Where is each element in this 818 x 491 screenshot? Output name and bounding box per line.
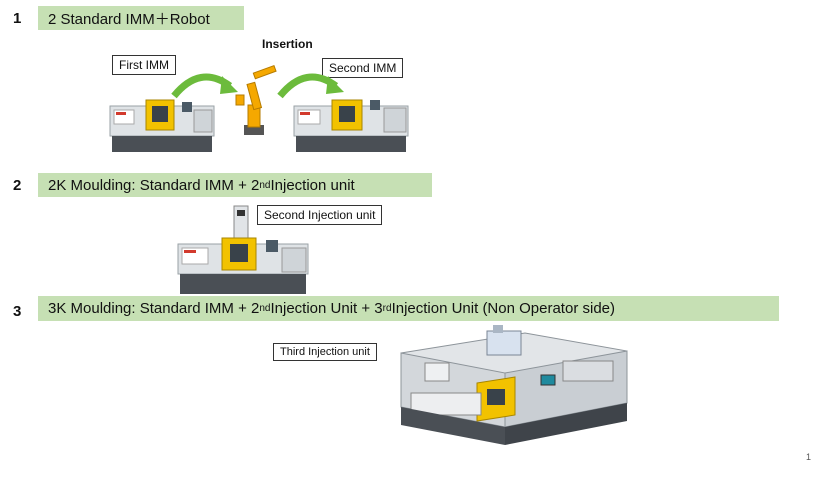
- section-3-title-part-2: Injection Unit + 3: [270, 300, 383, 317]
- 3k-machine-image: [400, 325, 628, 445]
- insertion-arrow-2-icon: [277, 73, 344, 99]
- section-3-title-sup-2: rd: [382, 303, 392, 314]
- section-2-number: 2: [13, 177, 22, 194]
- section-3-title-part-3: Injection Unit (Non Operator side): [391, 300, 615, 317]
- section-1-number: 1: [13, 10, 22, 27]
- 2k-machine-image: [177, 205, 309, 294]
- section-1-title: 2 Standard IMM＋Robot: [38, 6, 244, 30]
- page-number: 1: [806, 452, 812, 462]
- insertion-arrow-1-icon: [171, 73, 238, 99]
- section-1-title-text: 2 Standard IMM＋Robot: [48, 10, 210, 28]
- second-injection-unit-callout: Second Injection unit: [257, 205, 383, 225]
- first-imm-machine-image: [109, 99, 215, 152]
- section-3-title-part-1: 3K Moulding: Standard IMM + 2: [48, 300, 260, 317]
- second-imm-machine-image: [293, 99, 409, 152]
- first-imm-callout: First IMM: [112, 55, 176, 75]
- section-2-title-sup: nd: [259, 179, 271, 191]
- robot-image: [235, 64, 277, 135]
- section-3-number: 3: [13, 303, 22, 320]
- second-imm-callout: Second IMM: [322, 58, 404, 78]
- insertion-label: Insertion: [262, 37, 313, 51]
- section-2-title-main: 2K Moulding: Standard IMM + 2: [48, 176, 260, 194]
- section-3-title-sup-1: nd: [259, 303, 271, 314]
- third-injection-unit-callout: Third Injection unit: [273, 343, 377, 361]
- section-2-title-end: Injection unit: [270, 176, 355, 194]
